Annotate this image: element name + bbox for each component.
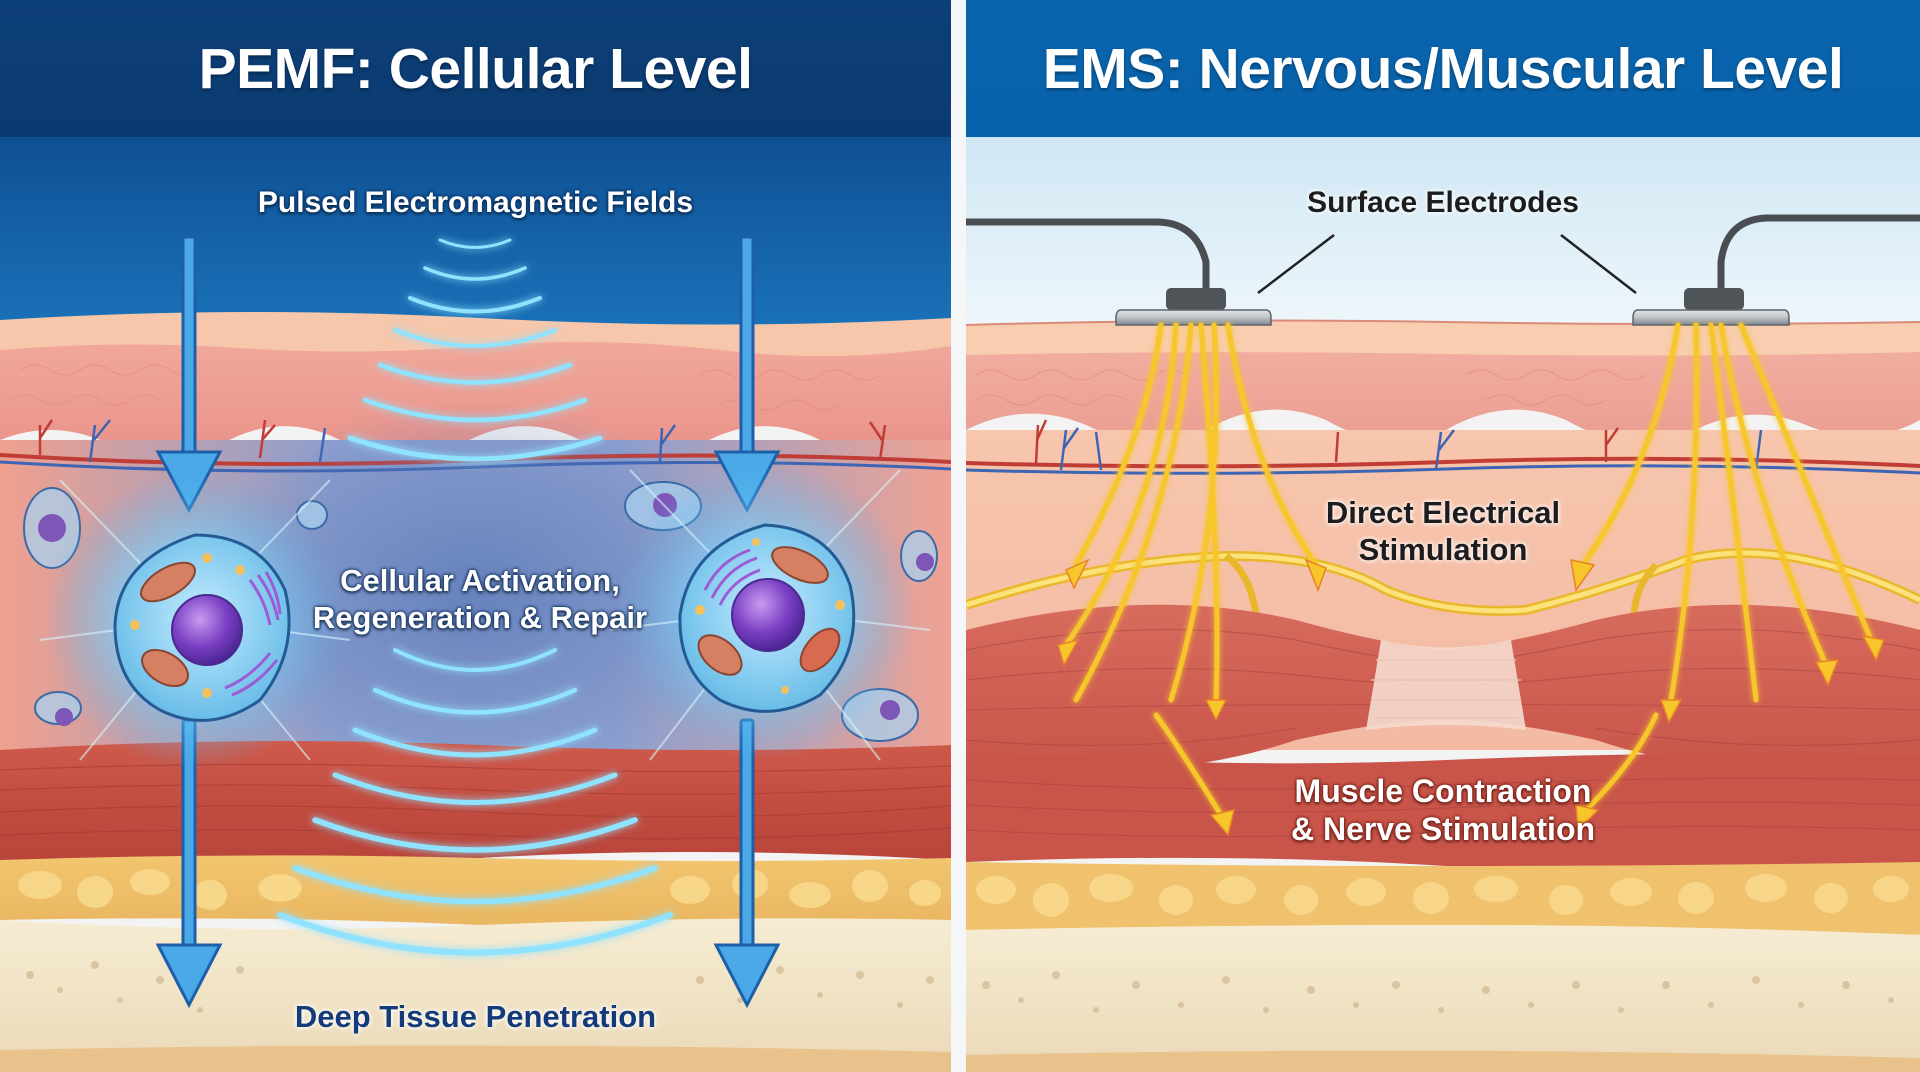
field-wave-arcs	[277, 238, 673, 956]
pulsed-fields-label: Pulsed Electromagnetic Fields	[257, 186, 694, 219]
pemf-tissue-illustration	[0, 137, 951, 1072]
leader-line	[1560, 234, 1637, 294]
leader-line	[1257, 234, 1335, 294]
activated-cell-icon	[39, 470, 351, 770]
cellular-activation-label: Cellular Activation, Regeneration & Repa…	[312, 563, 648, 635]
electrical-current-arrows	[1063, 322, 1874, 818]
electrode-icon	[1115, 288, 1272, 326]
activated-cell-icon	[609, 460, 931, 761]
pemf-header: PEMF: Cellular Level	[0, 0, 951, 137]
ems-panel: EMS: Nervous/Muscular Level Surface Elec…	[966, 0, 1920, 1072]
surface-electrodes-label: Surface Electrodes	[1307, 186, 1579, 219]
pemf-panel: PEMF: Cellular Level Pulsed Electromagne…	[0, 0, 951, 1072]
ems-tissue-illustration	[966, 137, 1920, 1072]
deep-tissue-label: Deep Tissue Penetration	[294, 999, 657, 1034]
electrode-cable	[966, 218, 1210, 296]
ems-title: EMS: Nervous/Muscular Level	[1042, 36, 1844, 101]
electrode-cable	[1717, 214, 1920, 296]
muscle-contraction-label: Muscle Contraction & Nerve Stimulation	[1290, 773, 1596, 847]
ems-header: EMS: Nervous/Muscular Level	[966, 0, 1920, 137]
arrowhead-icon	[1057, 558, 1886, 837]
pemf-title: PEMF: Cellular Level	[198, 36, 753, 101]
panel-divider	[951, 0, 966, 1072]
direct-stimulation-label: Direct Electrical Stimulation	[1325, 495, 1561, 567]
electrode-icon	[1632, 288, 1790, 326]
